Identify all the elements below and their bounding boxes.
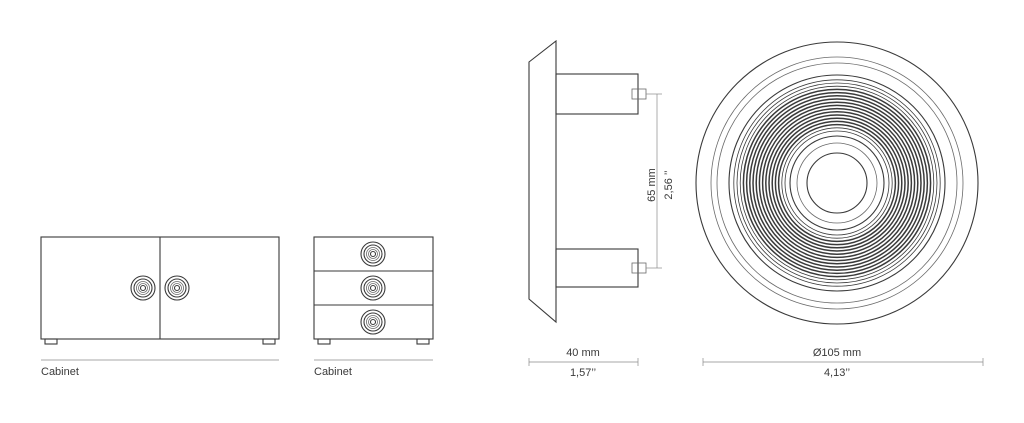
depth-mm-label: 40 mm — [566, 347, 600, 359]
diameter-in-label: 4,13’’ — [824, 367, 850, 379]
ring-groove — [777, 123, 897, 243]
cabinet-foot-right — [416, 338, 430, 345]
ring-groove — [761, 107, 913, 259]
knob-front-view: Ø105 mm 4,13’’ — [695, 41, 984, 379]
ring-groove — [781, 127, 893, 239]
cabinet-label: Cabinet — [314, 366, 352, 378]
knob-icon — [164, 275, 190, 301]
ring-groove — [765, 111, 909, 255]
knob-flange — [528, 39, 557, 324]
knob-icon — [360, 309, 386, 335]
cabinet-foot-left — [44, 338, 58, 345]
ring-groove — [749, 95, 925, 271]
knob-icon — [130, 275, 156, 301]
spacing-in-label: 2,56 ’’ — [663, 170, 675, 199]
cabinet-label: Cabinet — [41, 366, 79, 378]
ring-groove — [742, 88, 932, 278]
cabinet-foot-right — [262, 338, 276, 345]
upper-pin — [631, 88, 647, 100]
ring-groove — [739, 85, 935, 281]
ring-groove — [758, 104, 916, 262]
ring-groove — [733, 79, 941, 287]
ring-groove — [774, 120, 900, 246]
knob-side-view: 65 mm 2,56 ’’ 40 mm 1,57’’ — [528, 39, 675, 379]
cabinet-foot-left — [317, 338, 331, 345]
concentric-rings — [733, 79, 941, 287]
spacing-mm-label: 65 mm — [646, 168, 658, 202]
ring-groove — [755, 101, 919, 265]
ring-groove — [745, 91, 929, 275]
lower-pin — [631, 262, 647, 274]
depth-in-label: 1,57’’ — [570, 367, 596, 379]
ring-groove — [784, 130, 890, 236]
knob-icon — [360, 275, 386, 301]
knob-icon — [360, 241, 386, 267]
ring-groove — [771, 117, 903, 249]
ring-groove — [752, 98, 922, 268]
cabinet-double-door: Cabinet — [40, 236, 280, 378]
lower-stem — [555, 248, 639, 288]
upper-stem — [555, 73, 639, 115]
ring-groove — [736, 82, 938, 284]
cabinet-drawers: Cabinet — [313, 236, 434, 378]
ring-groove — [768, 114, 906, 252]
outer-rim — [695, 41, 979, 325]
cabinet-body — [313, 236, 434, 340]
diameter-mm-label: Ø105 mm — [813, 347, 861, 359]
